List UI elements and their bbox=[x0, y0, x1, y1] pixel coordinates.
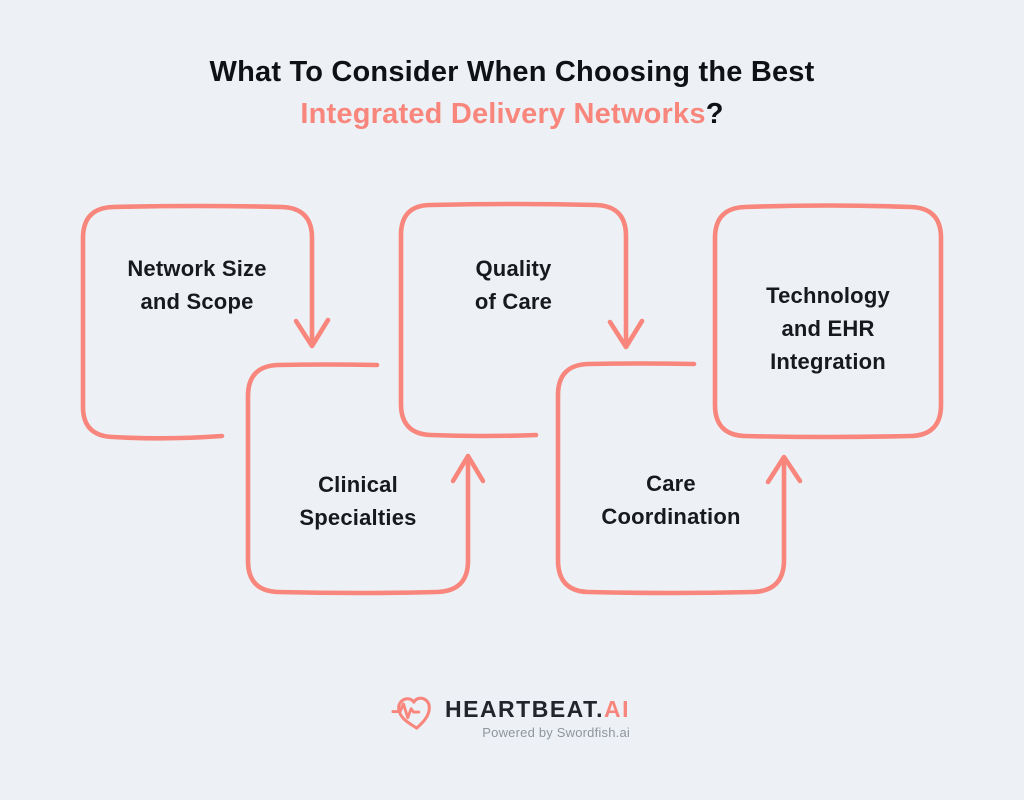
box-outline-care-coordination bbox=[555, 361, 787, 596]
title-line-1: What To Consider When Choosing the Best bbox=[209, 56, 815, 88]
brand-wordmark: HEARTBEAT.AI bbox=[445, 696, 630, 722]
arrow-2-up-icon bbox=[450, 453, 486, 484]
box-label-quality-of-care: Quality of Care bbox=[474, 256, 553, 314]
box-label-clinical-specialties: Clinical Specialties bbox=[299, 472, 417, 530]
box-outline-clinical-specialties bbox=[245, 362, 471, 596]
box-outline-network-size bbox=[80, 203, 315, 441]
box-outline-quality-of-care bbox=[398, 201, 629, 439]
title-line-2: Integrated Delivery Networks? bbox=[0, 99, 1024, 130]
arrow-3-down-icon bbox=[607, 318, 645, 350]
heartbeat-heart-icon bbox=[391, 696, 431, 730]
arrow-1-down-icon bbox=[293, 317, 331, 349]
brand-name: HEARTBEAT bbox=[445, 696, 597, 722]
brand-dot: . bbox=[596, 696, 604, 722]
brand-tagline: Powered by Swordfish.ai bbox=[482, 725, 630, 740]
brand-text-block: HEARTBEAT.AI Powered by Swordfish.ai bbox=[445, 690, 630, 740]
box-outline-technology-ehr bbox=[712, 203, 944, 440]
page-title: What To Consider When Choosing the Best … bbox=[0, 57, 1024, 130]
box-label-technology-ehr-integration: Technology and EHR Integration bbox=[766, 283, 890, 374]
brand-suffix: AI bbox=[603, 696, 630, 722]
title-question-mark: ? bbox=[705, 98, 724, 130]
title-highlight: Integrated Delivery Networks bbox=[300, 98, 706, 130]
box-label-network-size-and-scope: Network Size and Scope bbox=[127, 256, 267, 314]
arrow-4-up-icon bbox=[765, 454, 803, 485]
footer-logo: HEARTBEAT.AI Powered by Swordfish.ai bbox=[391, 690, 630, 740]
box-label-care-coordination: Care Coordination bbox=[601, 471, 741, 529]
